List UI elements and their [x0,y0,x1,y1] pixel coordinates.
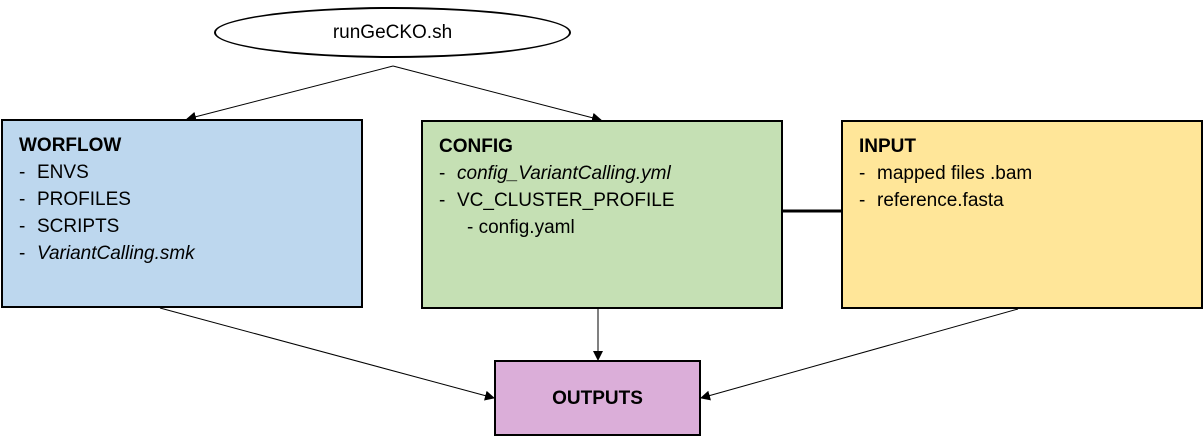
arrow-input-to-outputs [700,308,1019,401]
workflow-box: WORFLOW -ENVS -PROFILES -SCRIPTS -Varian… [1,119,363,308]
start-node-label: runGeCKO.sh [332,21,453,43]
outputs-box: OUTPUTS [494,360,701,436]
outputs-title: OUTPUTS [552,387,643,409]
arrow-start-to-workflow [186,65,394,122]
config-sub-item: - config.yaml [467,217,575,238]
config-item: -config_VariantCalling.yml [439,163,671,184]
input-item: -reference.fasta [859,190,1004,211]
start-node: runGeCKO.sh [214,7,571,58]
arrow-workflow-to-outputs [159,307,495,401]
workflow-title: WORFLOW [19,135,122,156]
config-item: -VC_CLUSTER_PROFILE [439,190,675,211]
config-title: CONFIG [439,136,513,157]
workflow-item: -ENVS [19,162,89,183]
workflow-item: -PROFILES [19,189,131,210]
workflow-item: -SCRIPTS [19,216,120,237]
input-box: INPUT -mapped files .bam -reference.fast… [841,120,1203,309]
arrow-start-to-config [392,65,602,123]
workflow-item: -VariantCalling.smk [19,243,195,264]
input-item: -mapped files .bam [859,163,1033,184]
input-title: INPUT [859,136,916,157]
config-box: CONFIG -config_VariantCalling.yml -VC_CL… [421,120,783,309]
